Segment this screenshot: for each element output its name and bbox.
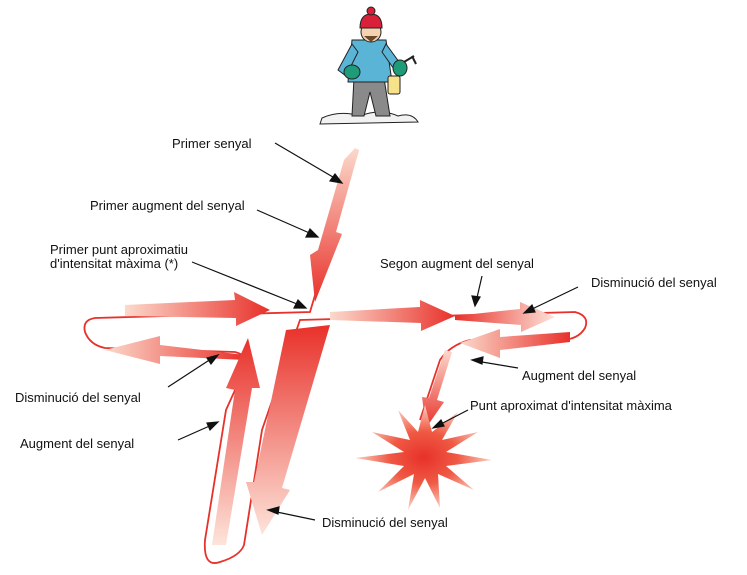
arrow-top-mid-right: [330, 300, 455, 331]
arrow-big-down: [246, 325, 330, 535]
label-first-approx-point: Primer punt aproximatiu d'intensitat màx…: [50, 243, 188, 271]
label-first-approx-point-line2: d'intensitat màxima (*): [50, 257, 188, 271]
arrow-left-return: [105, 336, 245, 364]
label-increase-right: Augment del senyal: [522, 369, 636, 383]
label-decrease-bottom: Disminució del senyal: [322, 516, 448, 530]
label-first-approx-point-line1: Primer punt aproximatiu: [50, 243, 188, 257]
label-increase-left: Augment del senyal: [20, 437, 134, 451]
arrow-top-left-right: [125, 292, 270, 326]
arrow-right-return: [460, 329, 570, 358]
label-first-signal: Primer senyal: [172, 137, 251, 151]
arrow-big-up: [212, 338, 260, 545]
label-approx-max-point: Punt aproximat d'intensitat màxima: [470, 399, 672, 413]
arrow-first-signal: [310, 148, 359, 302]
label-decrease-right: Disminució del senyal: [591, 276, 717, 290]
arrow-top-right-right: [455, 302, 555, 332]
skier-figure-icon: [320, 7, 418, 124]
label-first-increase: Primer augment del senyal: [90, 199, 245, 213]
label-decrease-left: Disminució del senyal: [15, 391, 141, 405]
max-intensity-star: [355, 405, 492, 510]
label-second-increase: Segon augment del senyal: [380, 257, 534, 271]
